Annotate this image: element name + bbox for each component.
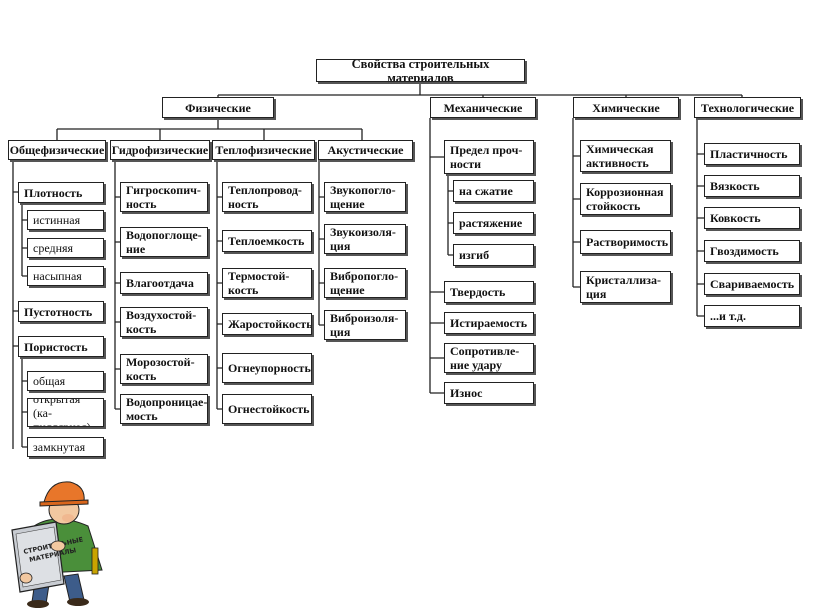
item-etc: ...и т.д.: [704, 305, 800, 327]
group-thermophysical: Теплофизические: [212, 140, 315, 160]
item-tension: растяжение: [453, 212, 534, 234]
item-thermal-conductivity: Теплопровод-ность: [222, 182, 312, 212]
item-vibration-insulation: Виброизоля-ция: [324, 310, 406, 340]
category-mechanical: Механические: [430, 97, 536, 118]
item-sound-insulation: Звукоизоля-ция: [324, 224, 406, 254]
item-water-absorption: Водопоглоще-ние: [120, 227, 208, 257]
item-fire-resistance: Огнестойкость: [222, 394, 312, 424]
item-heat-capacity: Теплоемкость: [222, 230, 312, 252]
item-nailability: Гвоздимость: [704, 240, 800, 262]
item-wear: Износ: [444, 382, 534, 404]
item-hardness: Твердость: [444, 281, 534, 303]
item-density: Плотность: [18, 182, 104, 203]
category-technological: Технологические: [694, 97, 801, 118]
item-voidness: Пустотность: [18, 301, 104, 322]
item-corrosion-resistance: Коррозионная стойкость: [580, 183, 671, 215]
item-frost-resistance: Морозостой-кость: [120, 354, 208, 384]
item-chemical-activity: Химическая активность: [580, 140, 671, 172]
item-porosity-total: общая: [27, 371, 104, 391]
item-impact-resistance: Сопротивле-ние удару: [444, 343, 534, 373]
item-density-bulk: насыпная: [27, 266, 104, 286]
group-acoustic: Акустические: [318, 140, 413, 160]
category-chemical: Химические: [573, 97, 679, 118]
item-density-true: истинная: [27, 210, 104, 230]
item-water-permeability: Водопроницае-мость: [120, 394, 208, 424]
item-porosity-closed: замкнутая: [27, 437, 104, 457]
item-compression: на сжатие: [453, 180, 534, 202]
item-malleability: Ковкость: [704, 207, 800, 229]
item-porosity: Пористость: [18, 336, 104, 357]
category-physical: Физические: [162, 97, 274, 118]
item-plasticity: Пластичность: [704, 143, 800, 165]
item-porosity-open: открытая (ка-пиллярная): [27, 398, 104, 427]
item-solubility: Растворимость: [580, 230, 671, 254]
root-node: Свойства строительных материалов: [316, 59, 525, 82]
group-hydrophysical: Гидрофизические: [110, 140, 210, 160]
item-air-resistance: Воздухостой-кость: [120, 307, 208, 337]
item-crystallization: Кристаллиза-ция: [580, 271, 671, 303]
group-general-physical: Общефизические: [8, 140, 106, 160]
item-thermal-stability: Термостой-кость: [222, 268, 312, 298]
item-abrasion: Истираемость: [444, 312, 534, 334]
item-moisture-release: Влагоотдача: [120, 272, 208, 294]
item-heat-resistance: Жаростойкость: [222, 313, 312, 335]
item-viscosity: Вязкость: [704, 175, 800, 197]
item-strength-limit: Предел проч-ности: [444, 140, 534, 174]
item-bending: изгиб: [453, 244, 534, 266]
item-vibration-absorption: Вибропогло-щение: [324, 268, 406, 298]
item-weldability: Свариваемость: [704, 273, 800, 295]
item-sound-absorption: Звукопогло-щение: [324, 182, 406, 212]
item-refractoriness: Огнеупорность: [222, 353, 312, 383]
worker-illustration: СТРОИТЕЛЬНЫЕ МАТЕРИАЛЫ: [11, 481, 103, 608]
item-density-average: средняя: [27, 238, 104, 258]
item-hygroscopicity: Гигроскопич-ность: [120, 182, 208, 212]
